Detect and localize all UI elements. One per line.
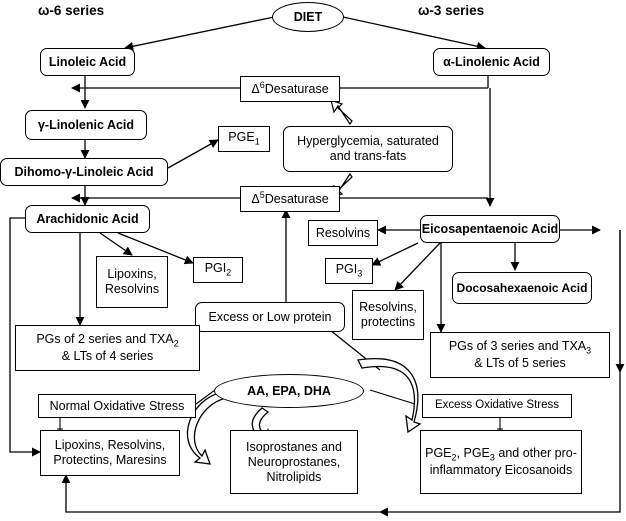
linoleic-acid-node: Linoleic Acid bbox=[40, 48, 135, 76]
hyperglycemia-node: Hyperglycemia, saturated and trans-fats bbox=[283, 126, 453, 172]
excess-low-protein-label: Excess or Low protein bbox=[208, 309, 332, 324]
pgi3-label: PGI3 bbox=[335, 262, 363, 279]
curved-arrow-right bbox=[357, 358, 422, 434]
diet-node: DIET bbox=[272, 2, 344, 32]
excess-low-protein-node: Excess or Low protein bbox=[195, 302, 345, 332]
pgs-3-series-node: PGs of 3 series and TXA3& LTs of 5 serie… bbox=[430, 332, 610, 378]
isoprostanes-node: Isoprostanes and Neuroprostanes, Nitroli… bbox=[230, 430, 358, 494]
resolvins-protectins-node: Resolvins, protectins bbox=[352, 290, 424, 340]
normal-oxidative-stress-node: Normal Oxidative Stress bbox=[38, 394, 196, 418]
double-arrow-excess bbox=[497, 416, 503, 430]
arachidonic-acid-node: Arachidonic Acid bbox=[25, 205, 150, 233]
pgi2-label: PGI2 bbox=[204, 261, 232, 278]
resolvins-protectins-label: Resolvins, protectins bbox=[359, 300, 417, 329]
double-arrow-normal bbox=[57, 416, 63, 430]
dgla-label: Dihomo-γ-Linoleic Acid bbox=[14, 164, 154, 179]
gamma-linolenic-acid-node: γ-Linolenic Acid bbox=[25, 110, 147, 140]
pgi2-node: PGI2 bbox=[193, 257, 243, 283]
eicosapentaenoic-acid-node: Eicosapentaenoic Acid bbox=[420, 215, 560, 243]
arrow-aa-to-lipoxins bbox=[99, 232, 133, 256]
omega3-series-label: ω-3 series bbox=[418, 3, 485, 18]
isoprostanes-label: Isoprostanes and Neuroprostanes, Nitroli… bbox=[246, 439, 342, 484]
pgs-2-series-label: PGs of 2 series and TXA2& LTs of 4 serie… bbox=[36, 331, 179, 364]
line-aa-left-loop bbox=[9, 217, 41, 457]
arachidonic-label: Arachidonic Acid bbox=[36, 211, 139, 226]
dihomo-gamma-linoleic-acid-node: Dihomo-γ-Linoleic Acid bbox=[0, 158, 168, 186]
pge1-label: PGE1 bbox=[228, 130, 260, 147]
pge1-node: PGE1 bbox=[218, 126, 270, 152]
arrow-epa-to-resolvins-protectins bbox=[394, 242, 441, 291]
aa-epa-dha-label: AA, EPA, DHA bbox=[247, 383, 331, 398]
hollow-arrow-to-d6 bbox=[330, 99, 353, 126]
arrow-dgla-to-pge1 bbox=[167, 139, 219, 169]
gamma-linolenic-label: γ-Linolenic Acid bbox=[37, 117, 135, 132]
normal-oxidative-stress-label: Normal Oxidative Stress bbox=[49, 398, 185, 413]
excess-oxidative-stress-label: Excess Oxidative Stress bbox=[435, 399, 559, 412]
resolvins-label: Resolvins bbox=[315, 225, 371, 240]
lipoxins-resolvins-node: Lipoxins, Resolvins bbox=[96, 256, 168, 308]
dha-label: Docosahexaenoic Acid bbox=[456, 280, 588, 295]
lipoxins-maresins-label: Lipoxins, Resolvins, Protectins, Maresin… bbox=[53, 438, 167, 467]
alpha-linolenic-label: α-Linolenic Acid bbox=[443, 54, 540, 69]
pge2-pge3-eicosanoids-node: PGE2, PGE3 and other pro-inflammatory Ei… bbox=[420, 430, 582, 494]
epa-label: Eicosapentaenoic Acid bbox=[421, 221, 559, 236]
link-oval-to-excess bbox=[369, 389, 416, 405]
lipoxins-resolvins-label: Lipoxins, Resolvins bbox=[104, 267, 160, 296]
arrow-aa-to-pgi2 bbox=[117, 232, 194, 265]
resolvins-node: Resolvins bbox=[308, 220, 378, 246]
hyperglycemia-label: Hyperglycemia, saturated and trans-fats bbox=[297, 134, 439, 163]
omega6-series-label: ω-6 series bbox=[38, 3, 105, 18]
link-normal-to-oval bbox=[195, 389, 216, 405]
excess-oxidative-stress-node: Excess Oxidative Stress bbox=[422, 394, 572, 418]
delta6-desaturase-node: Δ6Desaturase bbox=[240, 76, 340, 102]
arrow-epa-to-pgi3 bbox=[371, 242, 419, 266]
pge2-pge3-label: PGE2, PGE3 and other pro-inflammatory Ei… bbox=[425, 445, 577, 478]
delta5-desaturase-node: Δ5Desaturase bbox=[240, 186, 340, 212]
pgs-3-series-label: PGs of 3 series and TXA3& LTs of 5 serie… bbox=[448, 338, 592, 371]
docosahexaenoic-acid-node: Docosahexaenoic Acid bbox=[452, 272, 592, 304]
arrow-diet-to-linoleic bbox=[124, 16, 275, 51]
pgi3-node: PGI3 bbox=[325, 258, 373, 284]
delta5-label: Δ5Desaturase bbox=[251, 190, 329, 207]
diet-label: DIET bbox=[293, 9, 323, 24]
delta6-label: Δ6Desaturase bbox=[251, 80, 329, 97]
arrow-diet-to-alpha-linolenic bbox=[342, 16, 486, 51]
alpha-linolenic-acid-node: α-Linolenic Acid bbox=[433, 48, 550, 76]
lipoxins-resolvins-protectins-maresins-node: Lipoxins, Resolvins, Protectins, Maresin… bbox=[40, 430, 180, 476]
aa-epa-dha-node: AA, EPA, DHA bbox=[214, 374, 364, 408]
line-bottom-loop bbox=[61, 474, 380, 513]
pgs-2-series-node: PGs of 2 series and TXA2& LTs of 4 serie… bbox=[15, 325, 200, 371]
linoleic-label: Linoleic Acid bbox=[48, 54, 127, 69]
